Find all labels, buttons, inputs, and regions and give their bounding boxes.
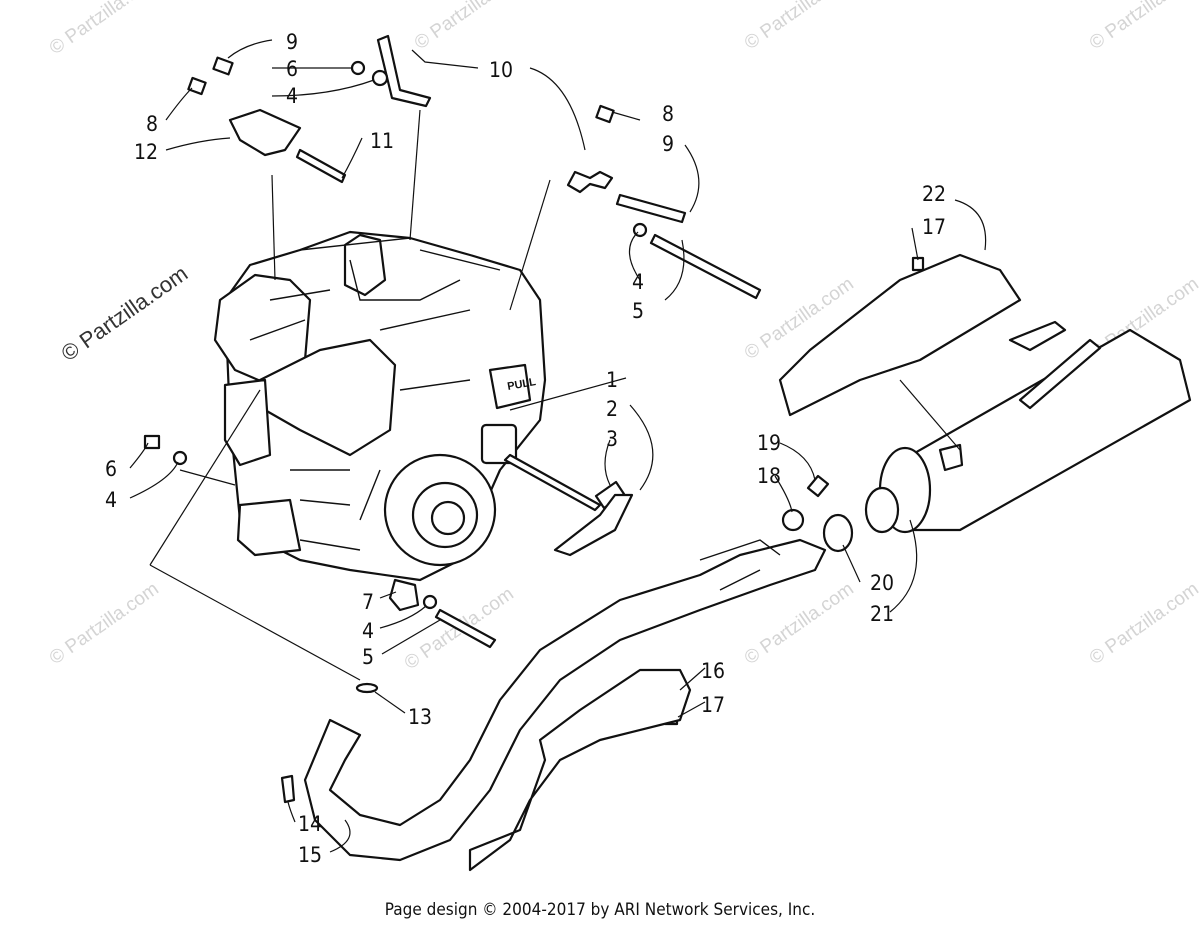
bracket-10 xyxy=(376,34,432,108)
callout-13: 13 xyxy=(408,705,432,729)
callout-6: 6 xyxy=(105,457,117,481)
callout-1: 1 xyxy=(606,368,618,392)
callout-4: 4 xyxy=(105,488,117,512)
callout-5: 5 xyxy=(362,645,374,669)
callouts: 9 6 4 8 12 11 10 8 9 4 5 22 17 1 2 3 6 4… xyxy=(105,30,946,867)
side-watermark: © Partzilla.com xyxy=(57,261,193,367)
hardware xyxy=(143,56,925,804)
heat-shield-16 xyxy=(468,668,692,872)
callout-10: 10 xyxy=(489,58,513,82)
watermark: © Partzilla.com xyxy=(1086,578,1200,669)
pull-label: PULL xyxy=(506,376,537,393)
heat-shield-22 xyxy=(778,253,1022,417)
callout-16: 16 xyxy=(701,659,725,683)
callout-5: 5 xyxy=(632,299,644,323)
bracket-10-right xyxy=(566,170,614,194)
callout-21: 21 xyxy=(870,602,894,626)
engine: PULL xyxy=(213,230,547,582)
watermark: © Partzilla.com xyxy=(46,578,163,669)
callout-8: 8 xyxy=(662,102,674,126)
copyright-footer: Page design © 2004-2017 by ARI Network S… xyxy=(384,900,816,920)
callout-4: 4 xyxy=(632,270,644,294)
callout-17: 17 xyxy=(922,215,946,239)
callout-17: 17 xyxy=(701,693,725,717)
callout-4: 4 xyxy=(286,84,298,108)
muffler xyxy=(781,320,1192,553)
callout-18: 18 xyxy=(757,464,781,488)
callout-22: 22 xyxy=(922,182,946,206)
callout-4: 4 xyxy=(362,619,374,643)
bracket-12 xyxy=(228,108,302,157)
callout-12: 12 xyxy=(134,140,158,164)
callout-19: 19 xyxy=(757,431,781,455)
callout-14: 14 xyxy=(298,812,322,836)
callout-8: 8 xyxy=(146,112,158,136)
callout-11: 11 xyxy=(370,129,394,153)
callout-2: 2 xyxy=(606,397,618,421)
watermark: © Partzilla.com xyxy=(741,0,858,54)
spring-19 xyxy=(806,474,830,498)
watermark: © Partzilla.com xyxy=(741,578,858,669)
callout-7: 7 xyxy=(362,590,374,614)
watermark: © Partzilla.com xyxy=(1086,0,1200,54)
watermark: © Partzilla.com xyxy=(46,0,163,59)
watermark: © Partzilla.com xyxy=(411,0,528,54)
exhaust-pipe xyxy=(303,538,827,862)
callout-6: 6 xyxy=(286,57,298,81)
callout-15: 15 xyxy=(298,843,322,867)
leader-lines xyxy=(129,39,987,853)
callout-9: 9 xyxy=(662,132,674,156)
callout-20: 20 xyxy=(870,571,894,595)
callout-9: 9 xyxy=(286,30,298,54)
callout-3: 3 xyxy=(606,427,618,451)
